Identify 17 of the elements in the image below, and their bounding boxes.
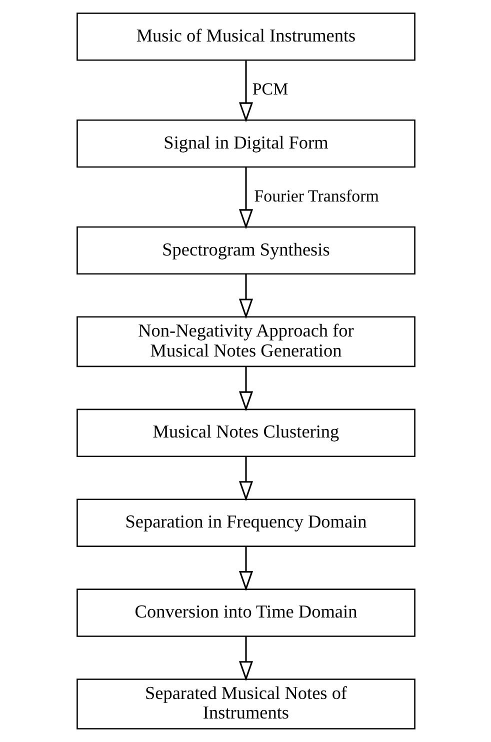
- arrow: [238, 274, 253, 319]
- edge-label: PCM: [252, 80, 288, 99]
- arrow: [238, 546, 253, 592]
- arrow: [238, 456, 253, 502]
- arrow: [238, 636, 253, 682]
- edge-label: Fourier Transform: [254, 186, 378, 206]
- node-box: Conversion into Time Domain: [76, 588, 415, 637]
- arrow: [238, 366, 253, 412]
- node-box: Separated Musical Notes of Instruments: [76, 678, 415, 730]
- node-box: Separation in Frequency Domain: [76, 498, 415, 547]
- arrow: [238, 60, 253, 122]
- node-box: Non-Negativity Approach for Musical Notes Generation: [76, 316, 415, 368]
- node-box: Spectrogram Synthesis: [76, 226, 415, 275]
- node-box: Musical Notes Clustering: [76, 408, 415, 458]
- arrow: [238, 168, 253, 230]
- node-box: Music of Musical Instruments: [76, 12, 415, 61]
- node-box: Signal in Digital Form: [76, 119, 415, 168]
